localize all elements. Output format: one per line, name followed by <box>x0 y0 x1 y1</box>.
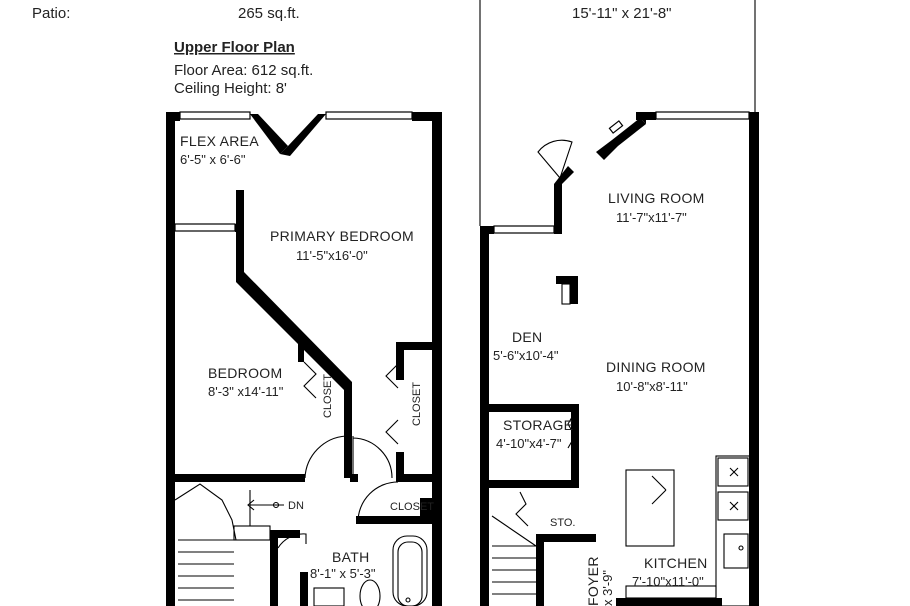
upper-stairs <box>174 483 284 601</box>
closet-b-label: CLOSET <box>411 382 423 426</box>
foyer-name: FOYER <box>585 556 601 606</box>
bedroom-name: BEDROOM <box>208 365 282 381</box>
kitchen-dims: 7'-10"x11'-0" <box>632 574 704 589</box>
main-floor-walls <box>480 111 759 606</box>
upper-floor-title: Upper Floor Plan <box>174 39 295 56</box>
bath-name: BATH <box>332 549 370 565</box>
upper-floor-doors <box>277 361 399 549</box>
bath-fixtures <box>313 535 428 606</box>
upper-floor-walls <box>166 111 442 606</box>
living-room-name: LIVING ROOM <box>608 190 705 206</box>
bedroom-dims: 8'-3" x14'-11" <box>208 384 284 399</box>
sto-label: STO. <box>550 517 575 529</box>
primary-bedroom-name: PRIMARY BEDROOM <box>270 228 414 244</box>
kitchen-fixtures <box>625 455 751 606</box>
patio-area: 265 sq.ft. <box>238 5 300 22</box>
foyer-dims: x 3'-9" <box>600 570 615 606</box>
patio-label: Patio: <box>32 5 70 22</box>
patio-dimensions: 15'-11" x 21'-8" <box>572 5 672 22</box>
storage-dims: 4'-10"x4'-7" <box>496 436 562 451</box>
flex-area-name: FLEX AREA <box>180 133 259 149</box>
upper-ceiling-height: Ceiling Height: 8' <box>174 80 287 97</box>
flex-area-dims: 6'-5" x 6'-6" <box>180 152 246 167</box>
closet-c-label: CLOSET <box>390 501 434 513</box>
main-floor-doors <box>515 139 576 527</box>
dining-room-name: DINING ROOM <box>606 359 706 375</box>
main-stairs <box>491 515 537 595</box>
den-dims: 5'-6"x10'-4" <box>493 348 559 363</box>
storage-name: STORAGE <box>503 417 573 433</box>
den-name: DEN <box>512 329 542 345</box>
living-room-dims: 11'-7"x11'-7" <box>616 210 687 225</box>
stair-down-label: DN <box>288 500 304 512</box>
upper-floor-area: Floor Area: 612 sq.ft. <box>174 62 313 79</box>
dining-room-dims: 10'-8"x8'-11" <box>616 379 688 394</box>
bath-dims: 8'-1" x 5'-3" <box>310 566 376 581</box>
primary-bedroom-dims: 11'-5"x16'-0" <box>296 248 368 263</box>
kitchen-name: KITCHEN <box>644 555 708 571</box>
closet-a-label: CLOSET <box>322 374 334 418</box>
